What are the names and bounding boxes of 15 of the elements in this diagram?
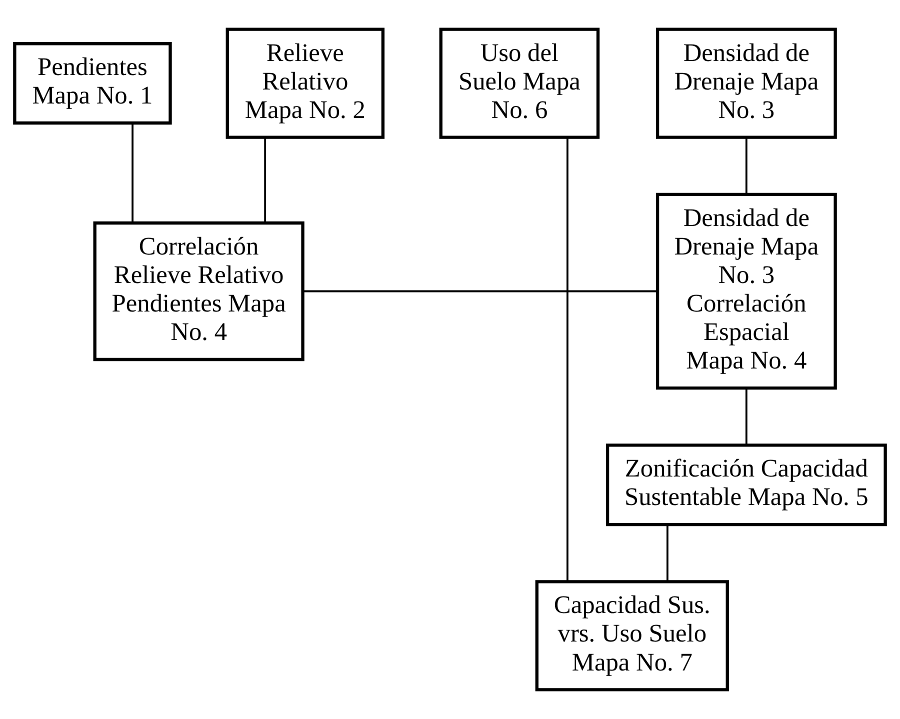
node-box: Densidad de Drenaje Mapa No. 3 bbox=[656, 28, 837, 139]
node-box: Pendientes Mapa No. 1 bbox=[13, 42, 172, 125]
connector bbox=[303, 290, 658, 292]
connector bbox=[264, 137, 266, 222]
node-box: Uso del Suelo Mapa No. 6 bbox=[439, 28, 600, 139]
node-box: Zonificación Capacidad Sustentable Mapa No. 5 bbox=[606, 444, 887, 526]
node-box: Densidad de Drenaje Mapa No. 3 Correlación Espacial Mapa No. 4 bbox=[656, 192, 837, 390]
connector bbox=[566, 137, 568, 582]
node-box: Correlación Relieve Relativo Pendientes Mapa No. 4 bbox=[93, 221, 304, 362]
node-box: Relieve Relativo Mapa No. 2 bbox=[226, 28, 385, 139]
node-box: Capacidad Sus. vrs. Uso Suelo Mapa No. 7 bbox=[535, 580, 729, 692]
connector bbox=[132, 123, 134, 223]
connector bbox=[745, 388, 748, 446]
connector bbox=[745, 137, 748, 194]
connector bbox=[666, 525, 668, 582]
